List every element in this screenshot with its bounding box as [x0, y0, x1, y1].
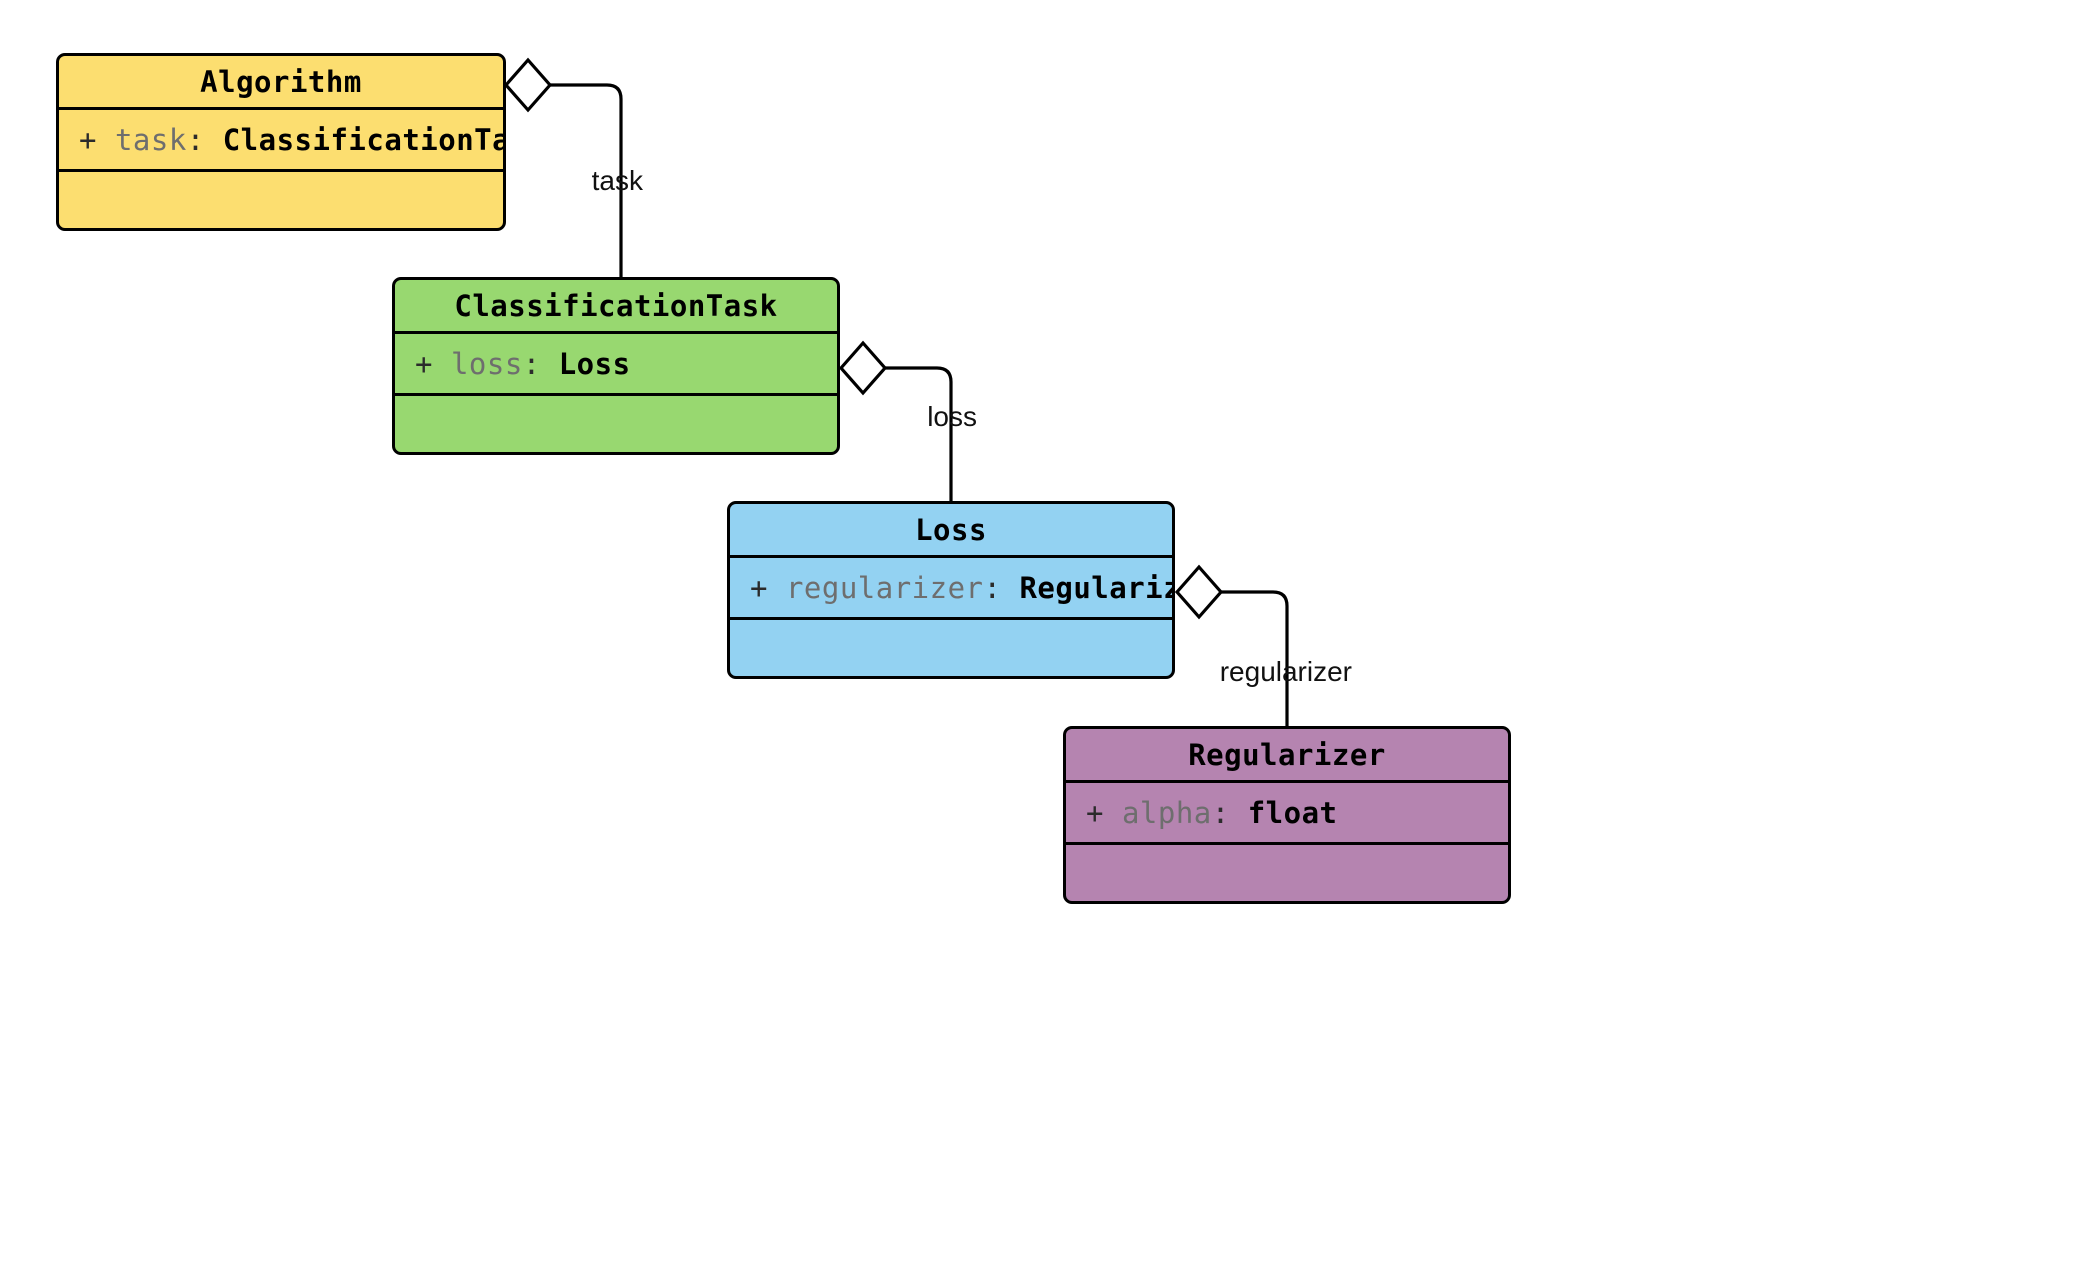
- class-name-loss: Loss: [915, 512, 987, 547]
- aggregation-edge-loss-regularizer: [1174, 564, 1289, 726]
- attribute-colon: :: [983, 570, 1002, 605]
- edge-label-algorithm-task: task: [591, 165, 643, 196]
- attribute-name: alpha: [1121, 795, 1212, 830]
- attribute-colon: :: [186, 122, 205, 157]
- class-attributes-row-loss: + regularizer: Regularizer: [730, 558, 1172, 620]
- attribute-type: Loss: [558, 346, 631, 381]
- edge-label-loss-regularizer: regularizer: [1219, 656, 1352, 687]
- class-methods-row-algorithm: [59, 172, 503, 228]
- attribute-colon: :: [1211, 795, 1230, 830]
- attribute-name: regularizer: [785, 570, 984, 605]
- attribute-visibility: +: [750, 570, 768, 605]
- attribute-type: Regularizer: [1019, 570, 1172, 605]
- class-methods-row-regularizer: [1066, 845, 1508, 901]
- attribute-colon: :: [522, 346, 541, 381]
- attribute-type: ClassificationTask: [222, 122, 503, 157]
- class-title-row-classificationtask: ClassificationTask: [395, 280, 837, 334]
- edge-label-classificationtask-loss: loss: [927, 401, 977, 432]
- attribute-type: float: [1247, 795, 1338, 830]
- aggregation-diamond-icon-loss-regularizer: [1174, 564, 1224, 620]
- class-name-classificationtask: ClassificationTask: [454, 288, 778, 323]
- class-box-algorithm[interactable]: Algorithm + task: ClassificationTask: [56, 53, 506, 231]
- attribute-algorithm-task: + task: ClassificationTask: [79, 123, 503, 157]
- class-methods-row-loss: [730, 620, 1172, 676]
- class-methods-row-classificationtask: [395, 396, 837, 452]
- aggregation-diamond-icon-classificationtask-loss: [838, 340, 888, 396]
- attribute-visibility: +: [415, 346, 433, 381]
- class-box-regularizer[interactable]: Regularizer + alpha: float: [1063, 726, 1511, 904]
- class-attributes-row-algorithm: + task: ClassificationTask: [59, 110, 503, 172]
- class-name-regularizer: Regularizer: [1188, 737, 1386, 772]
- class-attributes-row-classificationtask: + loss: Loss: [395, 334, 837, 396]
- attribute-classificationtask-loss: + loss: Loss: [415, 347, 631, 381]
- attribute-visibility: +: [1086, 795, 1104, 830]
- attribute-regularizer-alpha: + alpha: float: [1086, 796, 1338, 830]
- class-title-row-algorithm: Algorithm: [59, 56, 503, 110]
- attribute-name: loss: [450, 346, 523, 381]
- class-attributes-row-regularizer: + alpha: float: [1066, 783, 1508, 845]
- edge-path-classificationtask-loss: [885, 366, 953, 501]
- class-box-loss[interactable]: Loss + regularizer: Regularizer: [727, 501, 1175, 679]
- aggregation-diamond-icon-algorithm-task: [503, 57, 553, 113]
- class-title-row-regularizer: Regularizer: [1066, 729, 1508, 783]
- attribute-loss-regularizer: + regularizer: Regularizer: [750, 571, 1172, 605]
- attribute-visibility: +: [79, 122, 97, 157]
- class-box-classificationtask[interactable]: ClassificationTask + loss: Loss: [392, 277, 840, 455]
- class-name-algorithm: Algorithm: [200, 64, 362, 99]
- attribute-name: task: [114, 122, 187, 157]
- class-title-row-loss: Loss: [730, 504, 1172, 558]
